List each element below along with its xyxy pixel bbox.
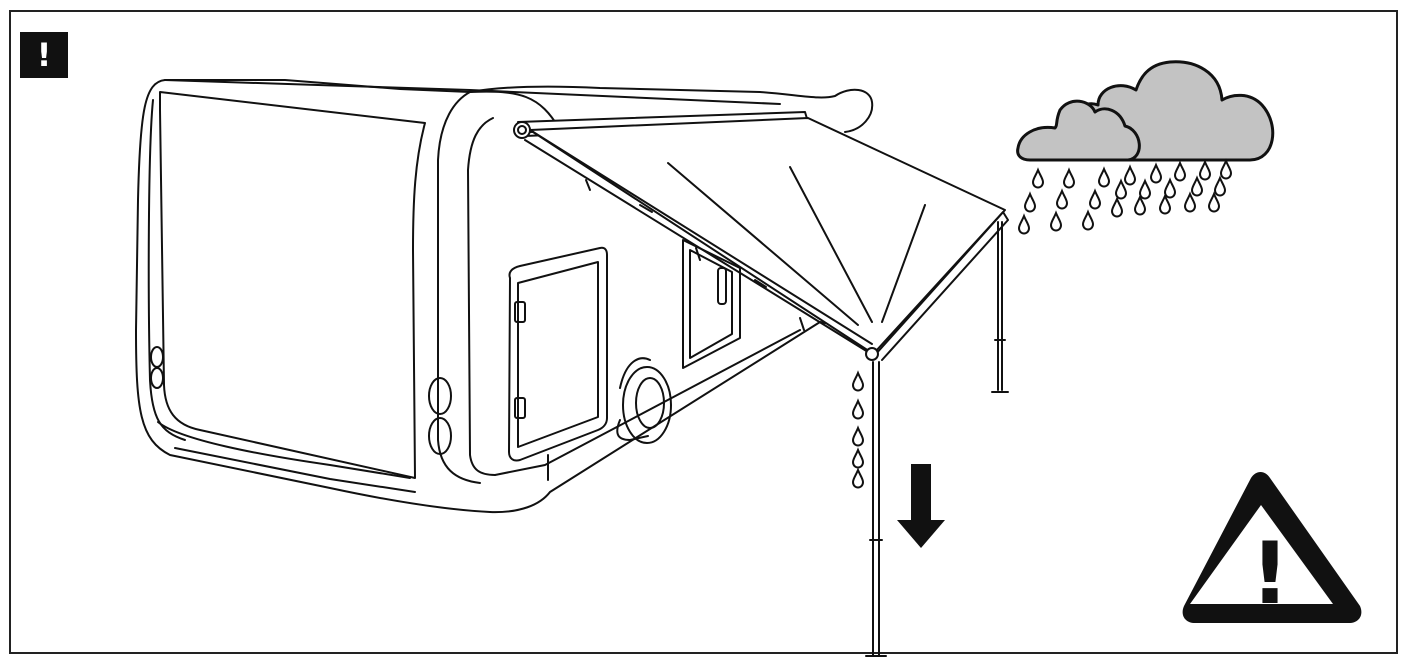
caravan [135,79,874,514]
water-drop-icon [852,372,864,392]
water-drop-icon [852,449,864,469]
rain-drops [1018,160,1232,235]
frame-border [9,10,1398,654]
water-drop-icon [852,469,864,489]
warning-sign-glyph: ! [1250,524,1289,624]
warning-triangle-icon: ! [1182,472,1362,624]
dripping-water [852,372,864,489]
water-drop-icon [852,400,864,420]
notice-badge-glyph: ! [36,36,52,74]
rain-cloud-icon [1016,60,1275,162]
water-drop-icon [852,427,864,447]
down-arrow-icon [897,464,945,548]
awning [513,111,1009,657]
exclamation-badge-icon: ! [20,32,68,78]
